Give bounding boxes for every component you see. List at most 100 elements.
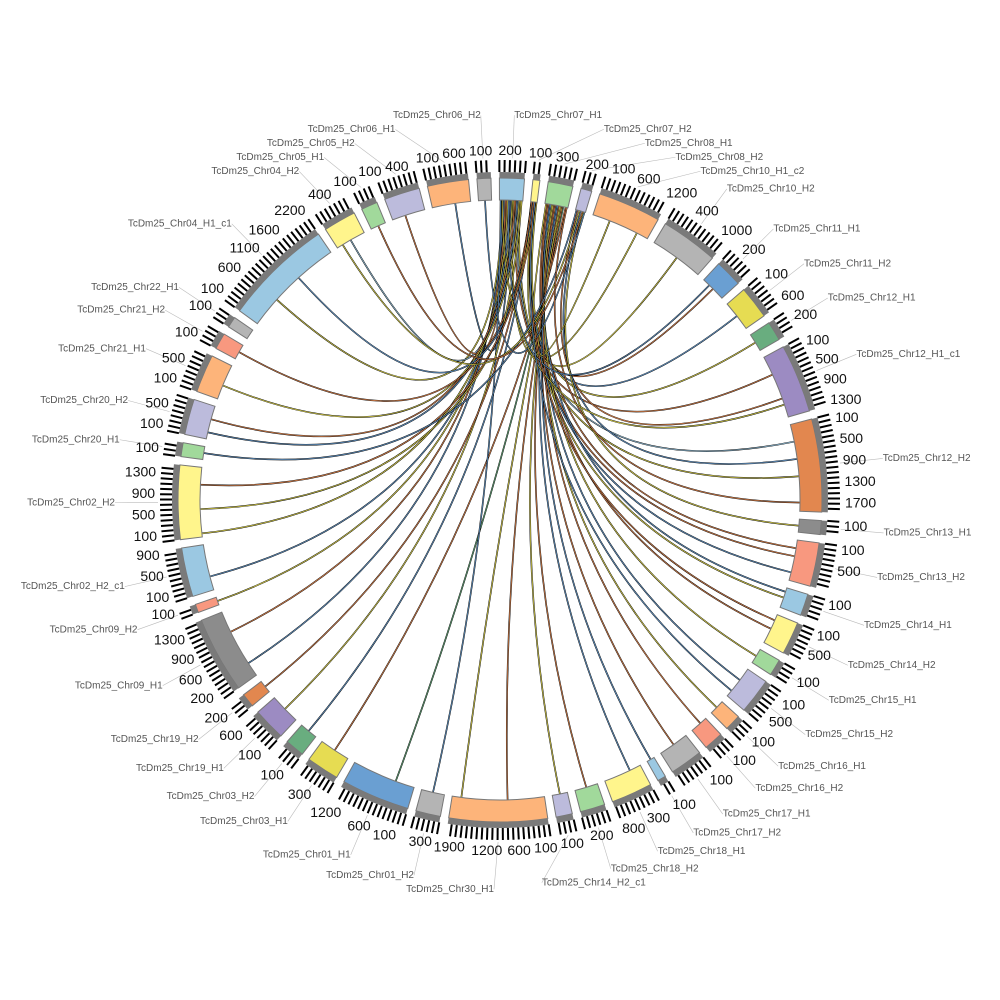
segment-block[interactable]	[361, 201, 386, 230]
segment-block[interactable]	[238, 233, 332, 325]
segment-block[interactable]	[194, 596, 220, 614]
chromosome-segment[interactable]	[159, 464, 203, 543]
segment-block[interactable]	[653, 223, 714, 276]
segment-block[interactable]	[215, 333, 244, 360]
chromosome-segment[interactable]	[592, 176, 665, 240]
chromosome-segment[interactable]	[710, 701, 753, 741]
chromosome-segment[interactable]	[245, 696, 297, 750]
segment-block[interactable]	[660, 734, 701, 773]
chromosome-segment[interactable]	[726, 668, 782, 722]
segment-block[interactable]	[184, 398, 216, 440]
segment-block[interactable]	[200, 611, 258, 689]
segment-block[interactable]	[476, 177, 493, 202]
chromosome-segment[interactable]	[788, 539, 838, 588]
chromosome-segment[interactable]	[763, 613, 815, 660]
segment-block[interactable]	[257, 696, 297, 737]
chromosome-segment[interactable]	[422, 161, 472, 209]
chromosome-segment[interactable]	[551, 791, 578, 835]
chromosome-segment[interactable]	[199, 325, 244, 360]
segment-block[interactable]	[574, 783, 606, 813]
chromosome-segment[interactable]	[300, 740, 349, 794]
chromosome-segment[interactable]	[653, 207, 723, 276]
chromosome-segment[interactable]	[779, 587, 826, 621]
segment-block[interactable]	[574, 187, 593, 214]
chromosome-segment[interactable]	[185, 611, 258, 700]
segment-block[interactable]	[726, 288, 765, 330]
segment-block[interactable]	[448, 795, 549, 823]
segment-block[interactable]	[604, 764, 652, 803]
segment-block[interactable]	[544, 181, 574, 209]
chromosome-segment[interactable]	[574, 170, 597, 214]
chromosome-segment[interactable]	[530, 161, 542, 203]
tick-mark	[270, 248, 280, 259]
segment-block[interactable]	[749, 322, 780, 352]
chromosome-segment[interactable]	[278, 724, 317, 769]
chromosome-segment[interactable]	[377, 170, 426, 221]
chromosome-segment[interactable]	[789, 413, 841, 513]
tick-label: 800	[622, 820, 646, 836]
segment-block[interactable]	[177, 464, 203, 541]
segment-block[interactable]	[227, 316, 254, 340]
label-leader-line	[324, 157, 362, 188]
chromosome-segment[interactable]	[166, 393, 216, 440]
segment-block[interactable]	[779, 587, 809, 616]
segment-block[interactable]	[426, 178, 472, 209]
segment-block[interactable]	[181, 544, 215, 598]
tick-mark	[233, 286, 245, 296]
tick-mark	[176, 393, 189, 400]
segment-block[interactable]	[242, 680, 270, 707]
chromosome-segment[interactable]	[751, 648, 796, 684]
segment-block[interactable]	[530, 179, 541, 203]
segment-block[interactable]	[415, 788, 446, 818]
segment-block[interactable]	[384, 187, 426, 221]
label-leader-line	[726, 755, 756, 789]
chromosome-segment[interactable]	[447, 795, 552, 840]
chromosome-segment[interactable]	[212, 307, 254, 340]
segment-block[interactable]	[180, 442, 206, 461]
segment-block[interactable]	[196, 355, 233, 400]
segment-block[interactable]	[789, 418, 823, 513]
chromosome-segment[interactable]	[314, 197, 365, 249]
segment-block[interactable]	[646, 756, 667, 782]
tick-mark	[686, 769, 695, 781]
segment-block[interactable]	[763, 346, 811, 418]
segment-block[interactable]	[308, 740, 349, 779]
segment-block[interactable]	[703, 262, 739, 299]
chromosome-segment[interactable]	[179, 350, 233, 400]
segment-block[interactable]	[751, 648, 780, 676]
chromosome-segment[interactable]	[164, 544, 215, 603]
chromosome-segment[interactable]	[604, 764, 660, 819]
segment-block[interactable]	[797, 518, 822, 536]
segment-block[interactable]	[726, 668, 767, 711]
chromosome-segment[interactable]	[224, 218, 332, 325]
chromosome-segment[interactable]	[474, 160, 493, 202]
chromosome-segment[interactable]	[749, 312, 793, 352]
chromosome-segment[interactable]	[691, 717, 734, 759]
segment-block[interactable]	[592, 193, 659, 240]
segment-block[interactable]	[498, 177, 526, 202]
segment-block[interactable]	[691, 717, 722, 749]
chromosome-segment[interactable]	[179, 596, 220, 620]
segment-block[interactable]	[286, 724, 317, 755]
chromosome-segment[interactable]	[726, 277, 778, 330]
chromosome-segment[interactable]	[763, 337, 826, 418]
chromosome-segment[interactable]	[797, 518, 840, 536]
chromosome-segment[interactable]	[646, 756, 676, 795]
chromosome-segment[interactable]	[498, 159, 527, 202]
chromosome-segment[interactable]	[574, 783, 612, 830]
segment-block[interactable]	[788, 539, 820, 587]
chromosome-segment[interactable]	[544, 163, 578, 209]
chromosome-segment[interactable]	[338, 761, 415, 827]
segment-block[interactable]	[763, 613, 799, 654]
segment-block[interactable]	[551, 791, 573, 818]
chromosome-segment[interactable]	[162, 441, 206, 461]
chromosome-segment[interactable]	[410, 788, 446, 835]
segment-block[interactable]	[710, 701, 740, 730]
chromosome-segment[interactable]	[703, 249, 751, 299]
segment-block[interactable]	[343, 761, 415, 810]
segment-block[interactable]	[324, 212, 365, 249]
chromosome-label: TcDm25_Chr11_H2	[804, 258, 892, 269]
chromosome-segment[interactable]	[660, 734, 712, 786]
chromosome-segment[interactable]	[231, 680, 270, 719]
chromosome-segment[interactable]	[353, 186, 386, 230]
